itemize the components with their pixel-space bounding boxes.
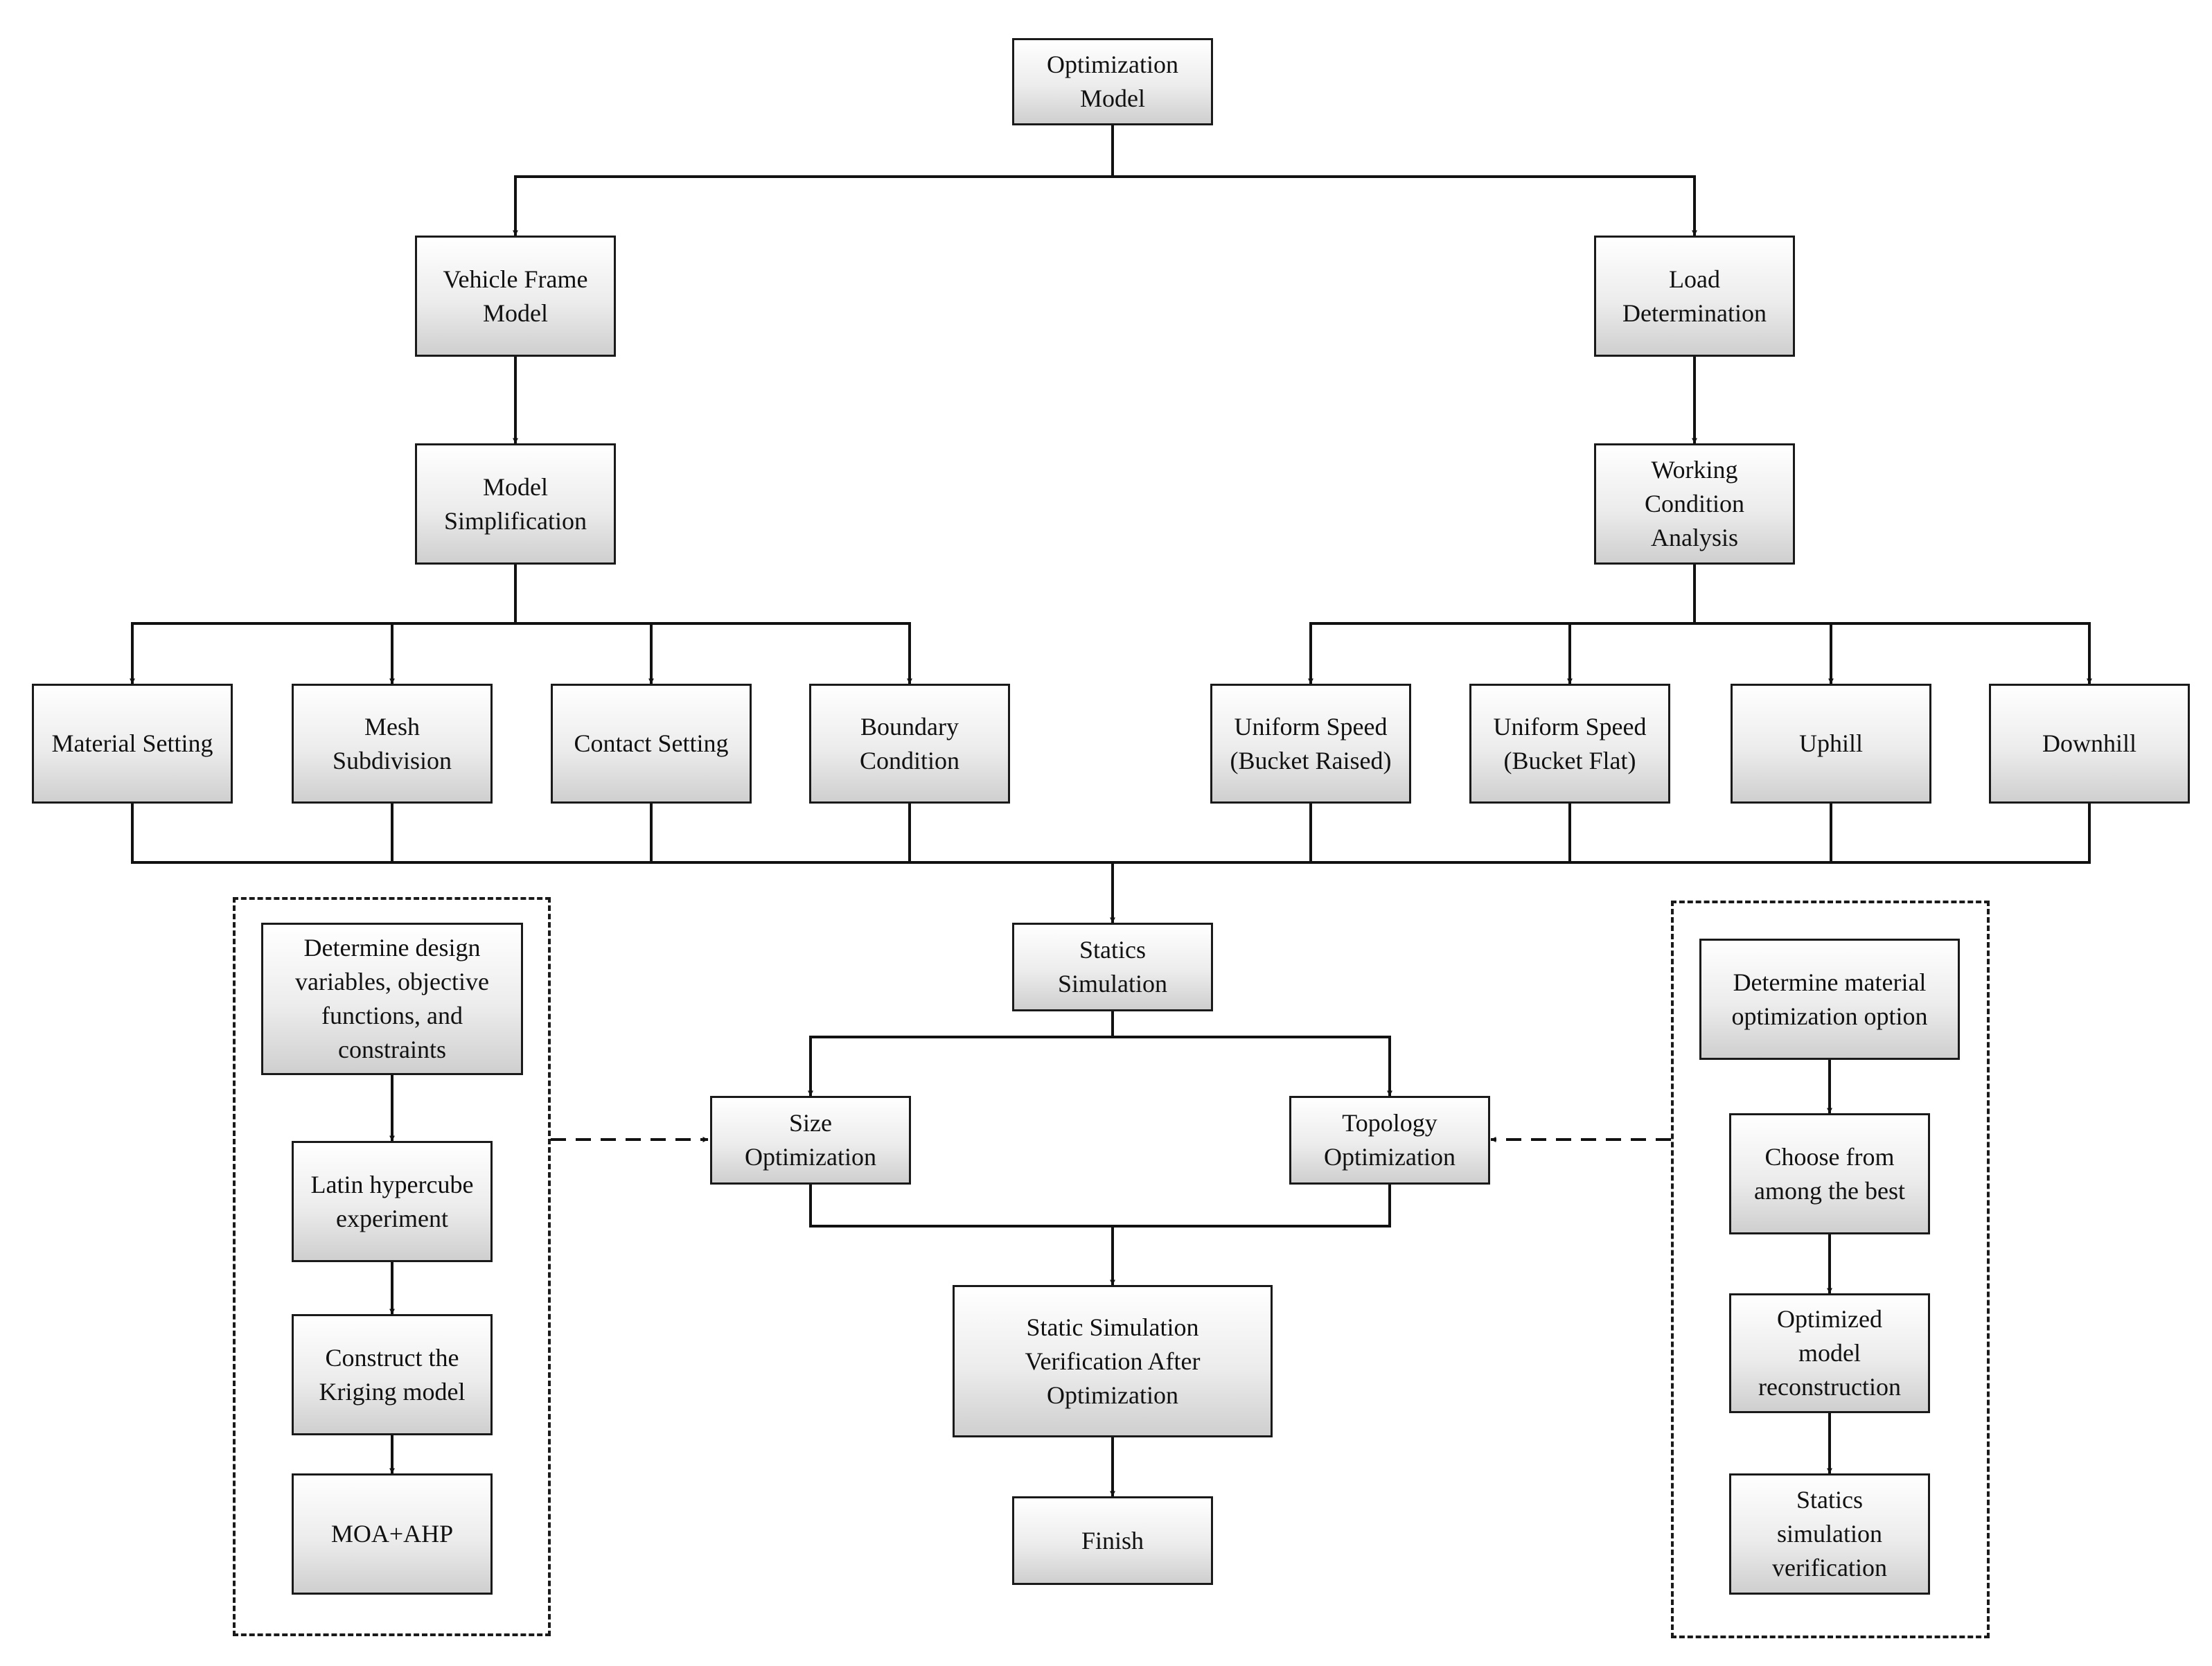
finish-label: Finish (1081, 1526, 1144, 1554)
kriging-model-node: Construct the Kriging model (292, 1314, 493, 1435)
arrow-to-size-optimization (808, 1011, 1114, 1097)
choose-best-label: Choose from among the best (1754, 1142, 1905, 1205)
uphill-node: Uphill (1731, 684, 1931, 804)
arrow-to-downhill (1695, 622, 2092, 684)
contact-setting-node: Contact Setting (551, 684, 752, 804)
working-condition-analysis-label: Working Condition Analysis (1644, 456, 1745, 551)
boundary-condition-label: Boundary Condition (859, 712, 960, 774)
uniform-speed-flat-label: Uniform Speed (Bucket Flat) (1493, 712, 1647, 774)
boundary-condition-node: Boundary Condition (809, 684, 1010, 804)
finish-node: Finish (1012, 1496, 1213, 1585)
moa-ahp-label: MOA+AHP (330, 1520, 454, 1548)
arrow-to-material-setting (130, 565, 517, 684)
material-option-label: Determine material optimization option (1731, 968, 1928, 1030)
model-simplification-node: Model Simplification (415, 443, 616, 565)
model-reconstruction-node: Optimized model reconstruction (1729, 1293, 1930, 1413)
arrow-to-uniform-raised (1308, 565, 1696, 684)
arrow-to-vehicle-frame (513, 125, 1114, 236)
mesh-subdivision-node: Mesh Subdivision (292, 684, 493, 804)
arrow-lines (130, 125, 2092, 1497)
material-setting-label: Material Setting (51, 729, 213, 757)
topology-optimization-group (1671, 901, 1990, 1638)
uphill-label: Uphill (1798, 729, 1863, 757)
vehicle-frame-model-node: Vehicle Frame Model (415, 236, 616, 357)
mesh-subdivision-label: Mesh Subdivision (332, 712, 452, 774)
vehicle-frame-model-label: Vehicle Frame Model (443, 265, 588, 327)
model-reconstruction-label: Optimized model reconstruction (1758, 1305, 1901, 1401)
working-condition-analysis-node: Working Condition Analysis (1594, 443, 1795, 565)
arrow-to-boundary-condition (515, 622, 912, 684)
kriging-model-label: Construct the Kriging model (319, 1343, 466, 1406)
size-optimization-node: Size Optimization (710, 1096, 911, 1185)
arrow-to-topology-optimization (1113, 1036, 1392, 1097)
load-determination-label: Load Determination (1622, 265, 1767, 327)
contact-setting-label: Contact Setting (574, 729, 729, 757)
merge-optimizations (809, 1185, 1391, 1228)
topology-optimization-label: Topology Optimization (1324, 1109, 1456, 1171)
latin-hypercube-label: Latin hypercube experiment (310, 1170, 474, 1232)
statics-simulation-node: Statics Simulation (1012, 923, 1213, 1011)
load-determination-node: Load Determination (1594, 236, 1795, 357)
determine-design-variables-node: Determine design variables, objective fu… (261, 923, 523, 1075)
optimization-model-label: Optimization Model (1047, 51, 1178, 112)
uniform-speed-raised-node: Uniform Speed (Bucket Raised) (1210, 684, 1411, 804)
size-optimization-group (233, 897, 551, 1636)
merge-lines (131, 804, 2091, 1228)
material-setting-node: Material Setting (32, 684, 233, 804)
downhill-label: Downhill (2042, 729, 2136, 757)
latin-hypercube-node: Latin hypercube experiment (292, 1141, 493, 1262)
merge-bus (131, 804, 2091, 864)
static-verification-node: Static Simulation Verification After Opt… (953, 1285, 1273, 1437)
arrow-to-load-determination (1113, 175, 1697, 236)
determine-design-variables-label: Determine design variables, objective fu… (295, 934, 489, 1063)
uniform-speed-flat-node: Uniform Speed (Bucket Flat) (1469, 684, 1670, 804)
material-option-node: Determine material optimization option (1699, 939, 1960, 1060)
static-verification-label: Static Simulation Verification After Opt… (1025, 1313, 1201, 1409)
downhill-node: Downhill (1989, 684, 2190, 804)
statics-simulation-label: Statics Simulation (1057, 936, 1167, 998)
uniform-speed-raised-label: Uniform Speed (Bucket Raised) (1230, 712, 1392, 774)
model-simplification-label: Model Simplification (444, 472, 587, 535)
moa-ahp-node: MOA+AHP (292, 1473, 493, 1595)
choose-best-node: Choose from among the best (1729, 1113, 1930, 1234)
statics-verification-label: Statics simulation verification (1772, 1486, 1887, 1581)
statics-verification-node: Statics simulation verification (1729, 1473, 1930, 1595)
size-optimization-label: Size Optimization (745, 1109, 876, 1171)
topology-optimization-node: Topology Optimization (1289, 1096, 1490, 1185)
optimization-model-node: Optimization Model (1012, 38, 1213, 125)
